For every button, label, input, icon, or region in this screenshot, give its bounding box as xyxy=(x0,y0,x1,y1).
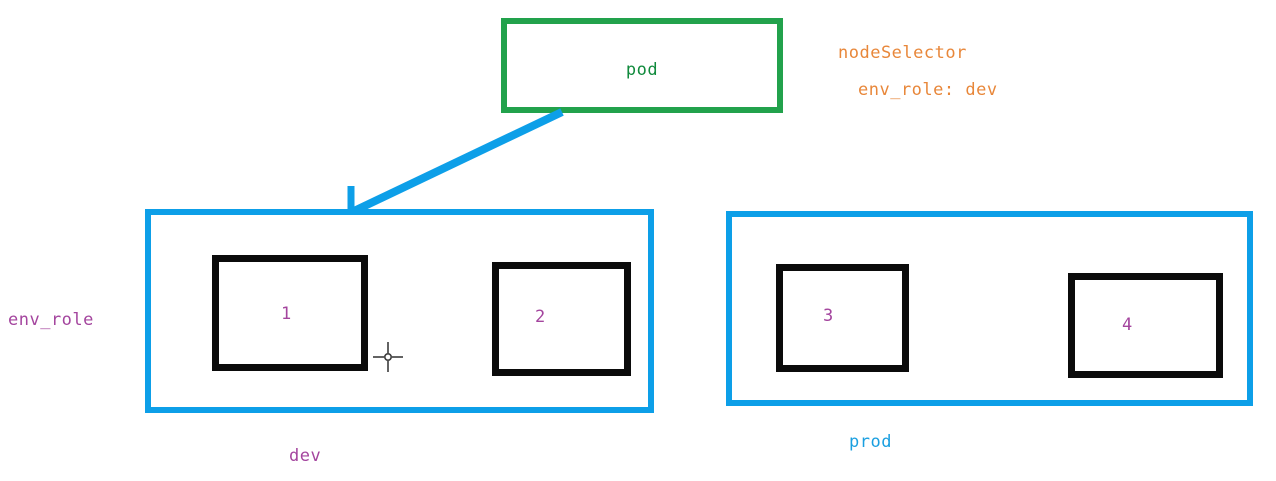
node-box-3[interactable]: 3 xyxy=(776,264,909,372)
nodeselector-value: env_role: dev xyxy=(858,80,998,100)
group-box-prod[interactable]: 3 4 xyxy=(726,211,1253,406)
env-role-axis-label: env_role xyxy=(8,310,94,330)
pod-label: pod xyxy=(625,60,659,80)
node-box-4[interactable]: 4 xyxy=(1068,273,1223,378)
node-label-4: 4 xyxy=(1122,315,1133,335)
pod-box[interactable]: pod xyxy=(501,18,783,113)
node-box-2[interactable]: 2 xyxy=(492,262,631,376)
arrow-shaft xyxy=(350,108,564,216)
node-label-2: 2 xyxy=(535,307,546,327)
nodeselector-title: nodeSelector xyxy=(838,43,967,63)
node-box-1[interactable]: 1 xyxy=(212,255,368,371)
group-box-dev[interactable]: 1 2 xyxy=(145,209,654,413)
node-label-3: 3 xyxy=(823,306,834,326)
group-caption-prod: prod xyxy=(849,432,892,452)
group-caption-dev: dev xyxy=(289,446,322,466)
node-label-1: 1 xyxy=(281,304,292,324)
crosshair-cursor xyxy=(373,342,403,372)
